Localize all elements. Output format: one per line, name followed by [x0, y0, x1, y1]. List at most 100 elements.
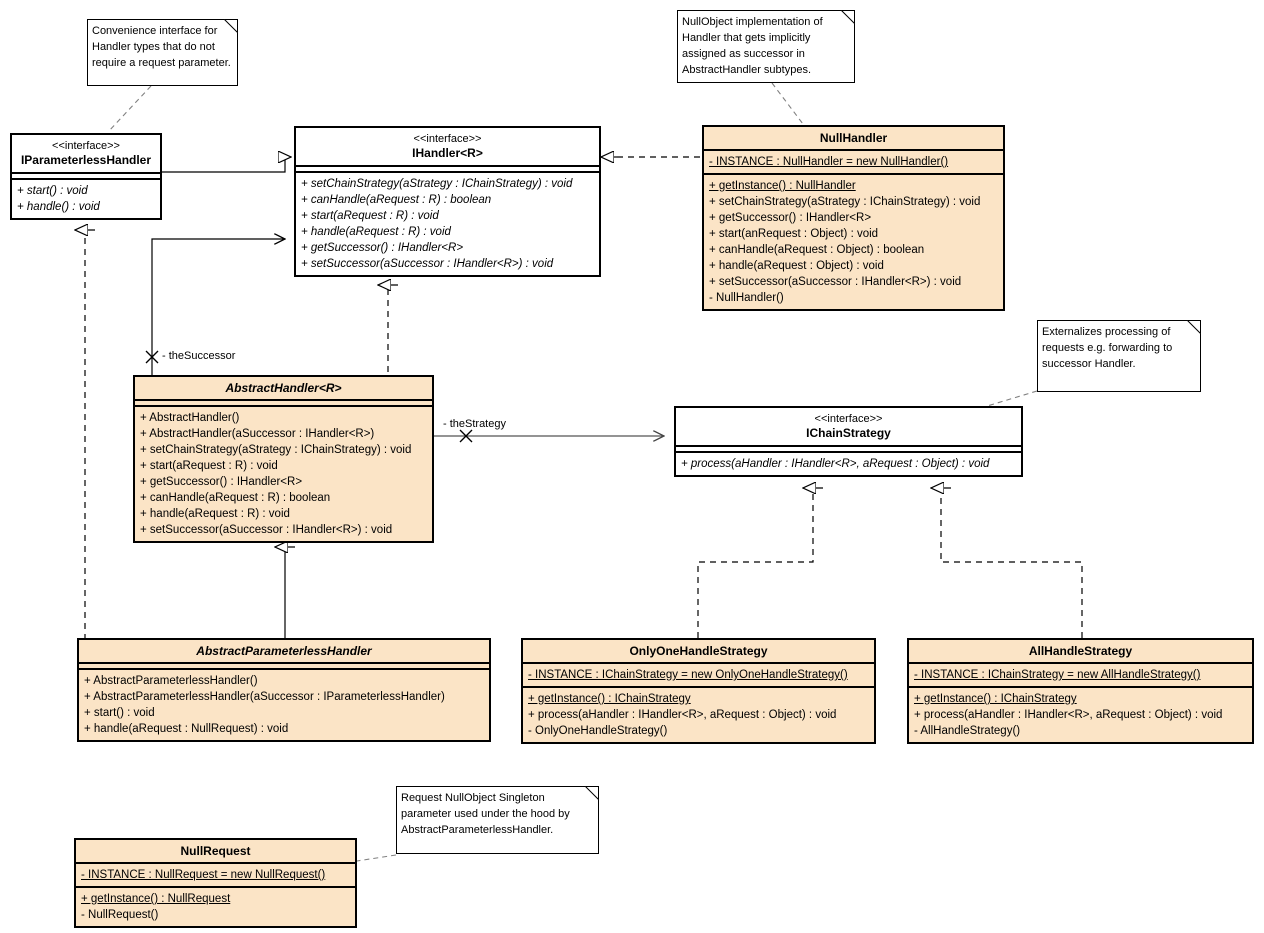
stereotype-label: <<interface>>	[413, 133, 482, 145]
operation: - NullHandler()	[709, 292, 784, 304]
operation: + handle() : void	[17, 201, 100, 213]
note-convenience-interface: Convenience interface for Handler types …	[87, 19, 238, 86]
class-name: OnlyOneHandleStrategy	[629, 644, 768, 658]
operation: + process(aHandler : IHandler<R>, aReque…	[681, 458, 990, 470]
note-fold-icon	[1187, 320, 1201, 334]
operation: + handle(aRequest : R) : void	[140, 508, 290, 520]
class-abstractparameterlesshandler[interactable]: AbstractParameterlessHandler + AbstractP…	[77, 638, 491, 742]
operation: + canHandle(aRequest : R) : boolean	[140, 492, 331, 504]
class-header: AllHandleStrategy	[909, 640, 1252, 664]
operations-compartment: + setChainStrategy(aStrategy : IChainStr…	[296, 173, 599, 275]
operation: + setSuccessor(aSuccessor : IHandler<R>)…	[140, 524, 393, 536]
operation: + start(aRequest : R) : void	[301, 210, 439, 222]
operation: + process(aHandler : IHandler<R>, aReque…	[528, 709, 837, 721]
operations-compartment: + AbstractParameterlessHandler() + Abstr…	[79, 670, 489, 740]
operations-compartment: + getInstance() : IChainStrategy + proce…	[909, 688, 1252, 742]
operation: + handle(aRequest : R) : void	[301, 226, 451, 238]
note-fold-icon	[841, 10, 855, 24]
note-text: Externalizes processing of requests e.g.…	[1042, 326, 1173, 370]
class-onlyonehandlestrategy[interactable]: OnlyOneHandleStrategy - INSTANCE : IChai…	[521, 638, 876, 744]
class-nullhandler[interactable]: NullHandler - INSTANCE : NullHandler = n…	[702, 125, 1005, 311]
operation: + getSuccessor() : IHandler<R>	[709, 212, 872, 224]
stereotype-label: <<interface>>	[814, 413, 883, 425]
class-header: NullRequest	[76, 840, 355, 864]
class-allhandlestrategy[interactable]: AllHandleStrategy - INSTANCE : IChainStr…	[907, 638, 1254, 744]
operation: - AllHandleStrategy()	[914, 725, 1021, 737]
operation: - NullRequest()	[81, 909, 159, 921]
attribute: - INSTANCE : IChainStrategy = new OnlyOn…	[528, 669, 848, 681]
class-name: IChainStrategy	[806, 426, 891, 440]
operation: + setChainStrategy(aStrategy : IChainStr…	[140, 444, 412, 456]
attributes-compartment	[676, 447, 1021, 453]
class-name: AbstractParameterlessHandler	[196, 644, 372, 658]
operation: + getSuccessor() : IHandler<R>	[301, 242, 464, 254]
operation: + start(anRequest : Object) : void	[709, 228, 879, 240]
class-header: OnlyOneHandleStrategy	[523, 640, 874, 664]
operation: - OnlyOneHandleStrategy()	[528, 725, 668, 737]
note-request-nullobject: Request NullObject Singleton parameter u…	[396, 786, 599, 854]
note-fold-icon	[224, 19, 238, 33]
operation: + start(aRequest : R) : void	[140, 460, 278, 472]
operation: + start() : void	[84, 707, 155, 719]
operations-compartment: + getInstance() : NullRequest - NullRequ…	[76, 888, 355, 926]
operations-compartment: + start() : void + handle() : void	[12, 180, 160, 218]
class-name: IParameterlessHandler	[20, 153, 152, 167]
class-header: <<interface>> IParameterlessHandler	[12, 135, 160, 174]
note-fold-icon	[585, 786, 599, 800]
operation: + setChainStrategy(aStrategy : IChainStr…	[301, 178, 573, 190]
class-ichainstrategy[interactable]: <<interface>> IChainStrategy + process(a…	[674, 406, 1023, 477]
class-iparameterless-handler[interactable]: <<interface>> IParameterlessHandler + st…	[10, 133, 162, 220]
operation: + AbstractParameterlessHandler()	[84, 675, 258, 687]
attributes-compartment: - INSTANCE : NullHandler = new NullHandl…	[704, 151, 1003, 175]
note-text: Convenience interface for Handler types …	[92, 25, 231, 69]
operation: + setSuccessor(aSuccessor : IHandler<R>)…	[301, 258, 554, 270]
class-header: <<interface>> IHandler<R>	[296, 128, 599, 167]
operation: + handle(aRequest : NullRequest) : void	[84, 723, 289, 735]
note-externalizes-processing: Externalizes processing of requests e.g.…	[1037, 320, 1201, 392]
attributes-compartment: - INSTANCE : IChainStrategy = new OnlyOn…	[523, 664, 874, 688]
operation: + canHandle(aRequest : Object) : boolean	[709, 244, 925, 256]
operation: + start() : void	[17, 185, 88, 197]
class-name: IHandler<R>	[412, 146, 483, 160]
attributes-compartment: - INSTANCE : NullRequest = new NullReque…	[76, 864, 355, 888]
operation: + setSuccessor(aSuccessor : IHandler<R>)…	[709, 276, 962, 288]
operation: + getInstance() : IChainStrategy	[914, 693, 1077, 705]
attribute: - INSTANCE : NullHandler = new NullHandl…	[709, 156, 949, 168]
operation: + canHandle(aRequest : R) : boolean	[301, 194, 492, 206]
class-header: <<interface>> IChainStrategy	[676, 408, 1021, 447]
operation: + AbstractHandler()	[140, 412, 240, 424]
operation: + AbstractHandler(aSuccessor : IHandler<…	[140, 428, 375, 440]
operations-compartment: + AbstractHandler() + AbstractHandler(aS…	[135, 407, 432, 541]
class-header: AbstractParameterlessHandler	[79, 640, 489, 664]
operation: + handle(aRequest : Object) : void	[709, 260, 884, 272]
attribute: - INSTANCE : IChainStrategy = new AllHan…	[914, 669, 1201, 681]
class-name: NullRequest	[180, 844, 251, 858]
operation: + getInstance() : NullRequest	[81, 893, 231, 905]
class-nullrequest[interactable]: NullRequest - INSTANCE : NullRequest = n…	[74, 838, 357, 928]
attribute: - INSTANCE : NullRequest = new NullReque…	[81, 869, 326, 881]
attributes-compartment	[79, 664, 489, 670]
operations-compartment: + getInstance() : IChainStrategy + proce…	[523, 688, 874, 742]
attributes-compartment	[12, 174, 160, 180]
operation: + process(aHandler : IHandler<R>, aReque…	[914, 709, 1223, 721]
class-name: NullHandler	[819, 131, 888, 145]
class-header: NullHandler	[704, 127, 1003, 151]
operation: + getInstance() : NullHandler	[709, 180, 856, 192]
operation: + AbstractParameterlessHandler(aSuccesso…	[84, 691, 445, 703]
stereotype-label: <<interface>>	[52, 140, 120, 152]
operation: + getSuccessor() : IHandler<R>	[140, 476, 303, 488]
class-ihandler[interactable]: <<interface>> IHandler<R> + setChainStra…	[294, 126, 601, 277]
class-name: AbstractHandler<R>	[225, 381, 342, 395]
attributes-compartment	[135, 401, 432, 407]
class-header: AbstractHandler<R>	[135, 377, 432, 401]
operation: + setChainStrategy(aStrategy : IChainStr…	[709, 196, 981, 208]
edge-label-the-strategy: - theStrategy	[443, 418, 506, 430]
note-text: Request NullObject Singleton parameter u…	[401, 792, 570, 836]
edge-label-the-successor: - theSuccessor	[162, 350, 236, 362]
operations-compartment: + process(aHandler : IHandler<R>, aReque…	[676, 453, 1021, 475]
operation: + getInstance() : IChainStrategy	[528, 693, 691, 705]
class-name: AllHandleStrategy	[1028, 644, 1133, 658]
note-nullobject-implementation: NullObject implementation of Handler tha…	[677, 10, 855, 83]
note-text: NullObject implementation of Handler tha…	[682, 16, 823, 76]
class-abstracthandler[interactable]: AbstractHandler<R> + AbstractHandler() +…	[133, 375, 434, 543]
